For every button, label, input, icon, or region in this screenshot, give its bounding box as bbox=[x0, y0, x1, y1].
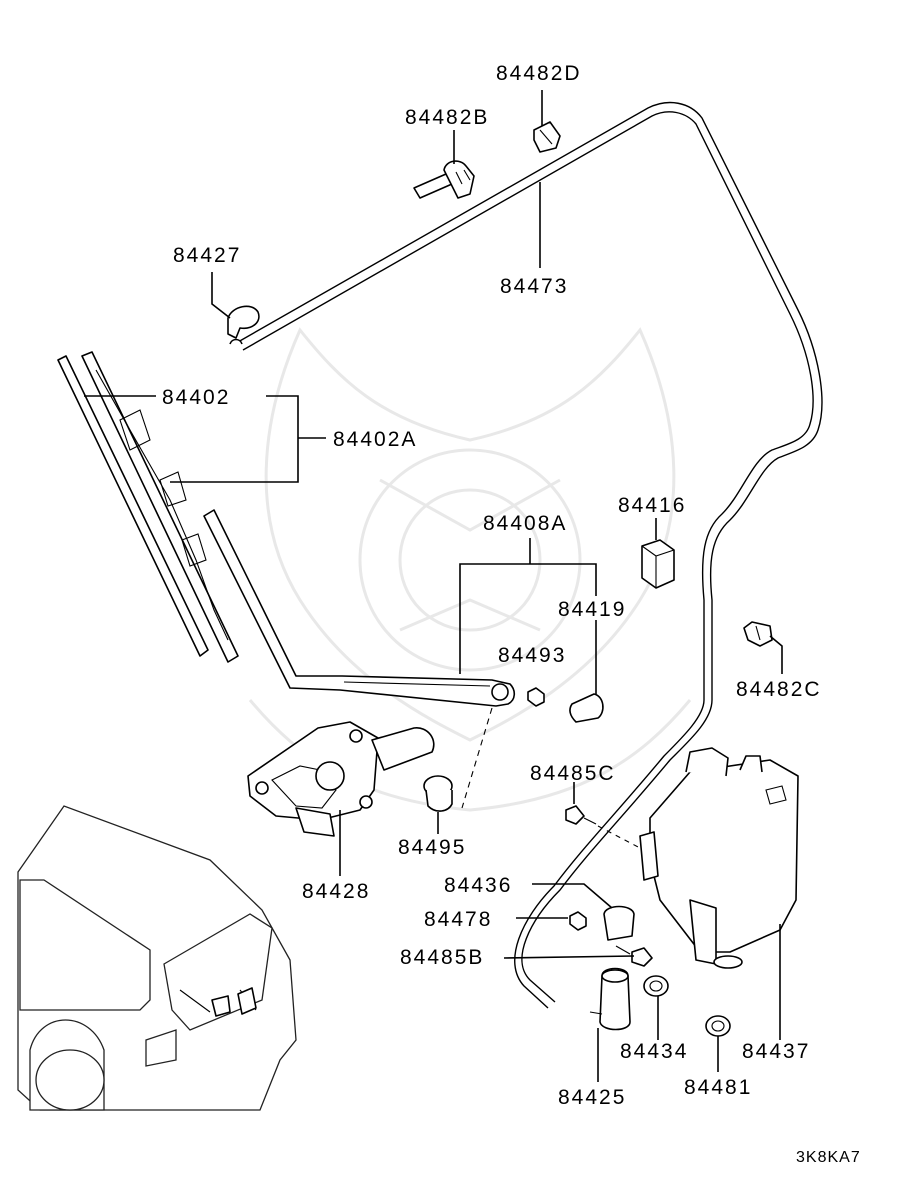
wiper-arm bbox=[203, 509, 516, 707]
bracket-nut bbox=[569, 911, 587, 931]
leader-lines bbox=[84, 90, 783, 1082]
washer-nozzle bbox=[227, 305, 260, 345]
label-84402A: 84402A bbox=[333, 428, 417, 451]
label-84427: 84427 bbox=[173, 244, 241, 267]
wiper-blade bbox=[57, 351, 239, 663]
label-84493: 84493 bbox=[498, 644, 566, 667]
wiper-motor bbox=[247, 721, 435, 837]
tank-bolt-b bbox=[615, 945, 653, 967]
tank-bolt-c bbox=[565, 805, 641, 849]
label-84425: 84425 bbox=[558, 1086, 626, 1109]
arm-cap bbox=[569, 693, 604, 723]
hose-clip-c bbox=[743, 621, 773, 647]
label-84428: 84428 bbox=[302, 880, 370, 903]
diagram-code: 3K8KA7 bbox=[796, 1149, 861, 1166]
washer-hose bbox=[237, 101, 823, 1009]
arm-nut bbox=[527, 687, 545, 707]
watermark-emblem bbox=[248, 327, 692, 812]
hose-bracket bbox=[603, 905, 635, 941]
label-84482B: 84482B bbox=[405, 106, 489, 129]
label-84402: 84402 bbox=[162, 386, 230, 409]
label-84416: 84416 bbox=[618, 494, 686, 517]
pivot-cap bbox=[641, 539, 675, 589]
label-84408A: 84408A bbox=[483, 512, 567, 535]
dashed-guide bbox=[461, 707, 493, 809]
vehicle-illustration bbox=[17, 805, 297, 1111]
label-84485B: 84485B bbox=[400, 946, 484, 969]
label-84419: 84419 bbox=[558, 598, 626, 621]
label-84473: 84473 bbox=[500, 275, 568, 298]
hose-clip-d bbox=[533, 121, 561, 153]
part-labels: 84482D 84482B 84427 84473 84402 84402A 8… bbox=[162, 62, 861, 1166]
label-84482D: 84482D bbox=[496, 62, 582, 85]
motor-grommet bbox=[423, 775, 453, 812]
label-84481: 84481 bbox=[684, 1076, 752, 1099]
washer-pump bbox=[589, 967, 631, 1031]
hose-clip-b bbox=[413, 160, 475, 199]
label-84436: 84436 bbox=[444, 874, 512, 897]
pump-grommet bbox=[643, 975, 669, 997]
label-84495: 84495 bbox=[398, 836, 466, 859]
tank-grommet bbox=[705, 1015, 731, 1037]
label-84482C: 84482C bbox=[736, 678, 822, 701]
label-84437: 84437 bbox=[742, 1040, 810, 1063]
label-84478: 84478 bbox=[424, 908, 492, 931]
washer-tank bbox=[639, 747, 799, 969]
label-84485C: 84485C bbox=[530, 762, 616, 785]
label-84434: 84434 bbox=[620, 1040, 688, 1063]
